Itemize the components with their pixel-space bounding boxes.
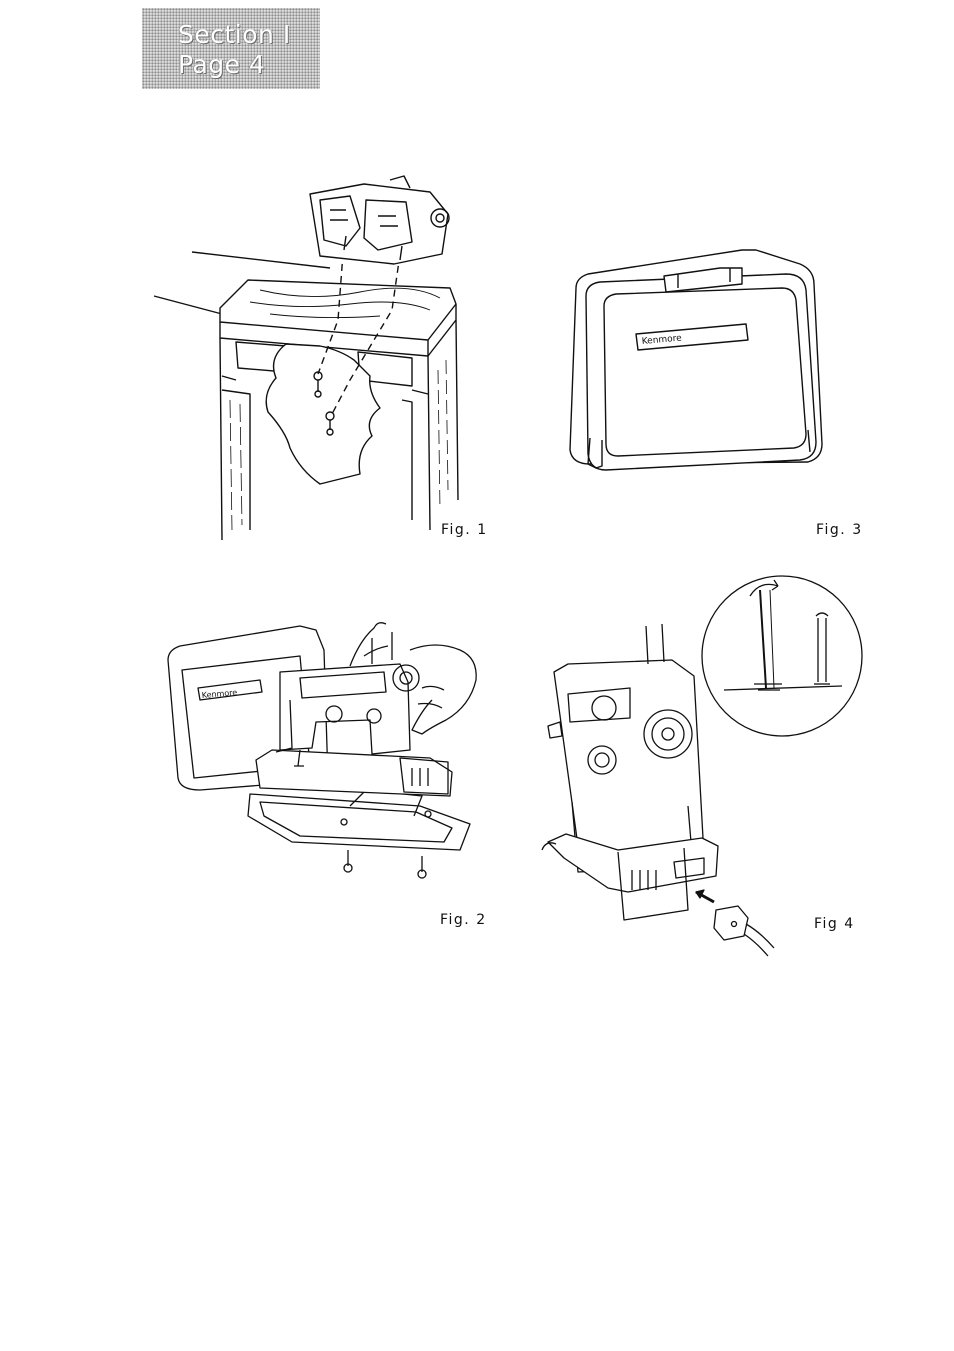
figure-1-label: Fig. 1 [441,522,488,538]
figure-4: Fig 4 [538,572,868,962]
figure-2: Kenmore Fig. 2 [160,610,500,940]
spool-pin-power-cord-illustration [538,572,868,962]
section-label: Section I [178,20,291,49]
figure-3: Kenmore Fig. 3 [560,244,870,554]
figure-1: Fig. 1 [150,180,510,550]
figure-3-label: Fig. 3 [816,522,863,538]
cabinet-mounting-illustration [150,180,510,550]
carrying-case-illustration: Kenmore [560,244,870,554]
figure-2-label: Fig. 2 [440,912,487,928]
figure-4-label: Fig 4 [814,916,855,932]
machine-removal-illustration: Kenmore [160,610,500,940]
page-label: Page 4 [178,50,265,79]
section-tab: Section I Page 4 [142,8,320,89]
